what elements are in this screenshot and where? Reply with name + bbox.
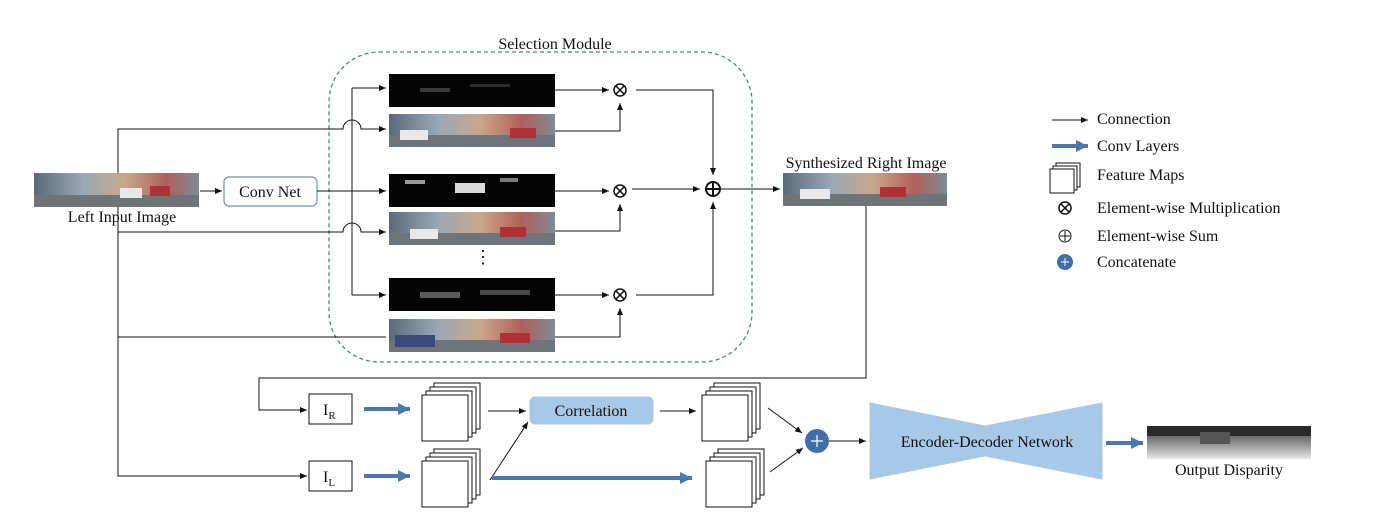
il-box — [308, 460, 353, 492]
legend-feature-maps-label: Feature Maps — [1097, 167, 1185, 184]
shift3-to-mult3 — [555, 308, 623, 338]
shift1-to-mult1 — [555, 103, 623, 132]
shift2-to-mult2 — [555, 204, 623, 232]
mask-image-3 — [389, 278, 555, 311]
shifted-image-2 — [389, 212, 555, 245]
shifted-image-1 — [389, 114, 555, 147]
multiply-icon-3 — [613, 288, 627, 302]
synthesized-label: Synthesized Right Image — [786, 155, 947, 172]
synth-to-ir — [258, 206, 867, 413]
legend-sum-icon — [1058, 229, 1072, 243]
ir-label: IR — [323, 402, 336, 422]
ir-box — [308, 393, 353, 425]
legend-sum-label: Element-wise Sum — [1097, 228, 1219, 245]
multiply-icon-2 — [613, 184, 627, 198]
fml-to-correlation — [489, 421, 529, 481]
conv-net-label: Conv Net — [239, 184, 301, 201]
fmleft-to-concat — [769, 447, 804, 473]
legend-conv-label: Conv Layers — [1097, 138, 1179, 155]
encoder-decoder-label: Encoder-Decoder Network — [901, 434, 1073, 451]
feature-maps-corr — [701, 382, 761, 442]
feature-maps-left-conv — [705, 448, 765, 508]
output-disparity-label: Output Disparity — [1175, 462, 1283, 479]
feature-maps-l — [421, 448, 481, 508]
legend-feature-maps-icon — [1049, 162, 1081, 194]
synthesized-right-image — [783, 173, 947, 206]
ellipsis: ⋮ — [474, 247, 492, 267]
mask-image-1 — [389, 74, 555, 107]
fmcorr-to-concat — [767, 407, 803, 434]
shifted-image-3 — [389, 319, 555, 352]
left-input-label: Left Input Image — [68, 209, 176, 226]
output-disparity-image — [1147, 426, 1311, 459]
concatenate-icon — [805, 429, 829, 453]
sum-icon — [705, 181, 721, 197]
legend-concatenate-icon — [1057, 254, 1073, 270]
correlation-box — [529, 396, 654, 425]
feature-maps-r — [421, 382, 481, 442]
left-input-image — [34, 173, 199, 207]
correlation-label: Correlation — [555, 403, 628, 420]
input-to-il — [117, 337, 307, 479]
selection-module-title: Selection Module — [498, 36, 611, 53]
mask-image-2 — [389, 174, 555, 207]
il-label: IL — [323, 469, 335, 489]
legend: Connection Conv Layers Feature Maps Elem… — [1049, 111, 1281, 271]
encoder-decoder-shape — [869, 402, 1103, 480]
input-to-shift1 — [117, 119, 386, 173]
selection-module-border — [328, 51, 753, 363]
multiply-icon-1 — [613, 83, 627, 97]
input-to-shift3 — [117, 232, 386, 338]
legend-connection-label: Connection — [1097, 111, 1171, 128]
mult1-to-sum — [636, 89, 716, 175]
input-to-shift2 — [117, 207, 386, 235]
legend-concatenate-label: Concatenate — [1097, 254, 1176, 271]
mult3-to-sum — [636, 202, 716, 296]
legend-multiply-icon — [1058, 201, 1072, 215]
legend-multiply-label: Element-wise Multiplication — [1097, 200, 1281, 217]
